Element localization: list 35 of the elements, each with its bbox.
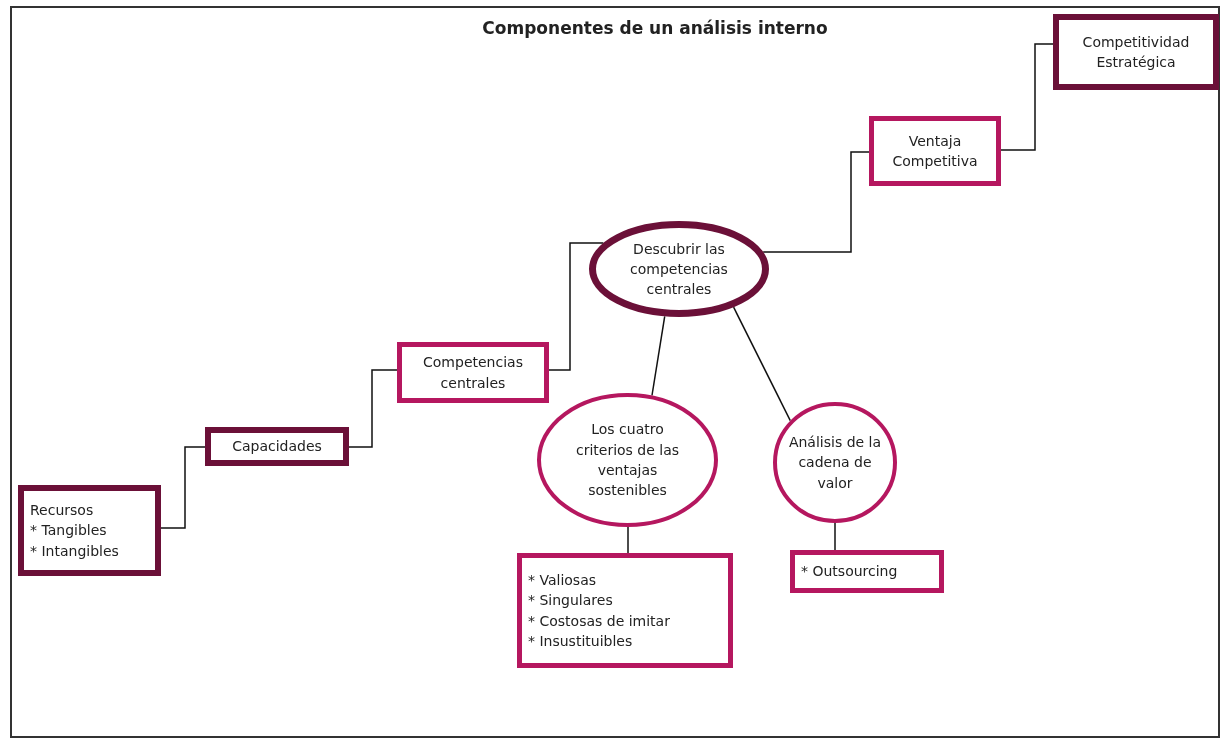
- box-heading: Recursos: [30, 501, 94, 521]
- list-item: * Valiosas: [528, 570, 597, 590]
- list-item: * Insustituibles: [528, 631, 633, 651]
- node-label: Capacidades: [232, 437, 322, 457]
- node-label: Competencias centrales: [422, 353, 524, 393]
- concept-box: [869, 116, 1001, 186]
- concept-ellipse: [589, 221, 769, 317]
- connector-line: [1000, 43, 1054, 151]
- list-item: * Outsourcing: [801, 562, 898, 582]
- connector-line: [834, 522, 836, 551]
- diagram-title: Componentes de un análisis interno: [481, 18, 829, 38]
- concept-box: [1053, 14, 1219, 90]
- node-label: Análisis de la cadena de valor: [787, 433, 883, 493]
- node-label: Competitividad Estratégica: [1081, 32, 1191, 72]
- connector-line: [627, 526, 629, 554]
- node-label: Ventaja Competitiva: [891, 131, 979, 171]
- connector-line: [651, 315, 666, 397]
- list-item: * Intangibles: [30, 541, 119, 561]
- concept-box: [790, 550, 944, 593]
- node-label: Los cuatro criterios de las ventajas sostenibles: [574, 420, 681, 501]
- connector-line: [548, 242, 605, 371]
- connector-line: [732, 306, 792, 422]
- concept-box: [205, 427, 349, 466]
- connector-line: [762, 151, 870, 253]
- connector-line: [348, 369, 398, 448]
- list-item: * Singulares: [528, 591, 613, 611]
- concept-box: [517, 553, 733, 668]
- concept-ellipse: [773, 402, 897, 523]
- connector-line: [160, 446, 206, 529]
- concept-ellipse: [537, 393, 718, 527]
- concept-box: [397, 342, 549, 403]
- concept-box: [18, 485, 161, 576]
- list-item: * Costosas de imitar: [528, 611, 670, 631]
- node-label: Descubrir las competencias centrales: [629, 239, 729, 300]
- list-item: * Tangibles: [30, 521, 107, 541]
